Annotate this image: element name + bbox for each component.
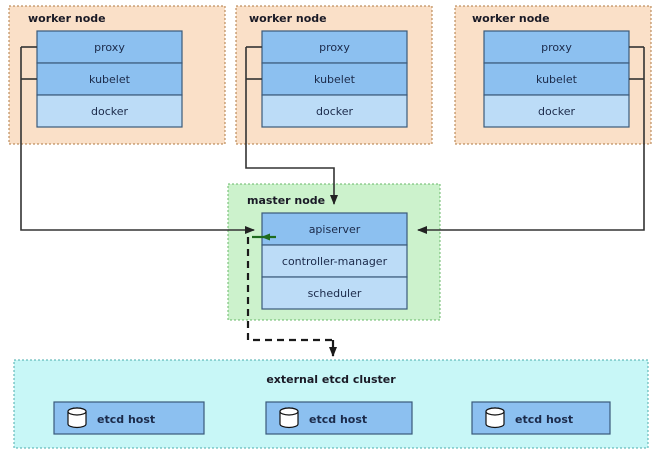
- etcd-host-2-label: etcd host: [309, 413, 367, 426]
- worker-node-1: worker node proxy kubelet docker: [8, 5, 226, 145]
- worker-node-2-kubelet-label: kubelet: [314, 73, 356, 86]
- worker-node-1-proxy-label: proxy: [94, 41, 125, 54]
- worker-node-2-kubelet[interactable]: [261, 62, 408, 96]
- etcd-host-1[interactable]: etcd host: [53, 401, 205, 435]
- external-etcd-cluster: external etcd cluster etcd host: [13, 359, 649, 449]
- etcd-host-2-box[interactable]: [265, 401, 413, 435]
- master-node-label: master node: [247, 194, 325, 207]
- worker-node-3-proxy[interactable]: [483, 30, 630, 64]
- worker-node-2-proxy-label: proxy: [319, 41, 350, 54]
- worker-node-3-docker[interactable]: [483, 94, 630, 128]
- worker-node-3-label: worker node: [472, 12, 550, 25]
- connector-apiserver-to-etcd: [246, 233, 337, 357]
- worker-node-1-proxy[interactable]: [36, 30, 183, 64]
- worker-node-1-kubelet-label: kubelet: [89, 73, 131, 86]
- worker-node-1-label: worker node: [28, 12, 106, 25]
- master-node-scheduler[interactable]: [261, 276, 408, 310]
- worker-node-1-docker-label: docker: [91, 105, 129, 118]
- master-node-controller-manager[interactable]: [261, 244, 408, 278]
- worker-node-2: worker node proxy kubelet docker: [235, 5, 433, 145]
- etcd-host-3[interactable]: etcd host: [471, 401, 611, 435]
- worker-node-3-kubelet-label: kubelet: [536, 73, 578, 86]
- etcd-host-3-label: etcd host: [515, 413, 573, 426]
- master-node-apiserver[interactable]: [261, 212, 408, 246]
- database-cylinder-icon: [485, 407, 505, 429]
- connector-worker2-to-apiserver: [245, 46, 338, 205]
- connector-worker1-to-apiserver: [20, 46, 255, 234]
- worker-node-2-docker[interactable]: [261, 94, 408, 128]
- etcd-host-2[interactable]: etcd host: [265, 401, 413, 435]
- database-cylinder-icon: [279, 407, 299, 429]
- worker-node-2-docker-label: docker: [316, 105, 354, 118]
- worker-node-3-proxy-label: proxy: [541, 41, 572, 54]
- master-node-scheduler-label: scheduler: [308, 287, 362, 300]
- etcd-host-1-label: etcd host: [97, 413, 155, 426]
- worker-node-1-docker[interactable]: [36, 94, 183, 128]
- master-node-controller-manager-label: controller-manager: [282, 255, 388, 268]
- worker-node-2-proxy[interactable]: [261, 30, 408, 64]
- master-node-apiserver-label: apiserver: [309, 223, 361, 236]
- worker-node-3: worker node proxy kubelet docker: [454, 5, 652, 145]
- etcd-cluster-title: external etcd cluster: [266, 373, 396, 386]
- database-cylinder-icon: [67, 407, 87, 429]
- connector-worker3-to-apiserver: [417, 46, 645, 234]
- worker-node-3-docker-label: docker: [538, 105, 576, 118]
- master-node: master node apiserver controller-manager…: [227, 183, 441, 321]
- worker-node-2-label: worker node: [249, 12, 327, 25]
